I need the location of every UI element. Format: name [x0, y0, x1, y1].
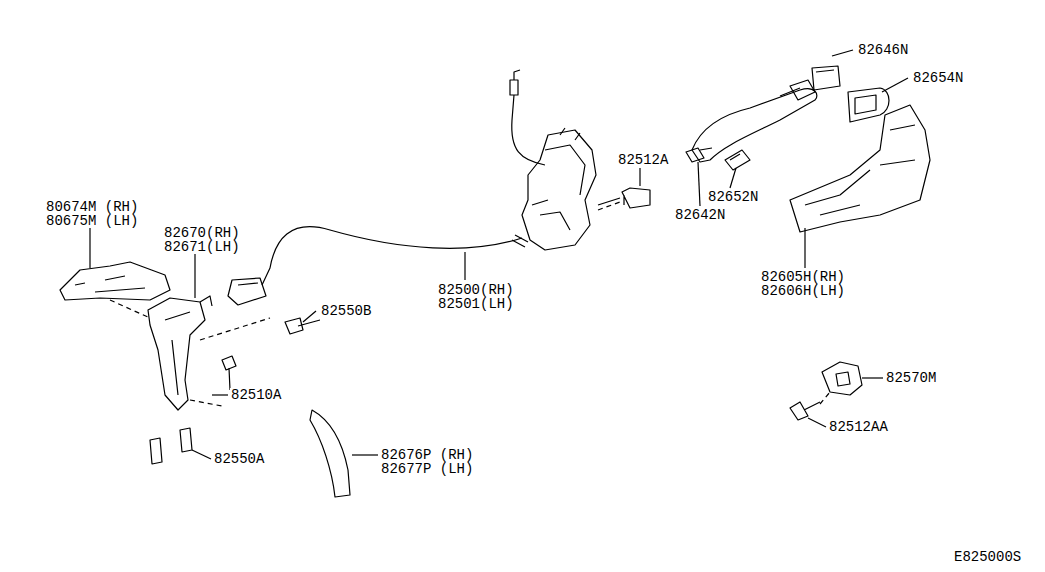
part-number: 80675M (LH)	[45, 214, 139, 228]
diagram-code: E825000S	[953, 550, 1022, 564]
part-number: 82501(LH)	[437, 297, 515, 311]
part-number: 82677P (LH)	[380, 462, 474, 476]
part-number: 82670(RH)	[163, 226, 241, 240]
part-number: 82550A	[213, 452, 265, 466]
part-number: 82510A	[230, 388, 282, 402]
part-number: 82512AA	[828, 420, 889, 434]
part-number: 82654N	[912, 71, 964, 85]
part-number: 82646N	[857, 43, 909, 57]
part-number: 82605H(RH)	[760, 270, 846, 284]
part-number: 82550B	[320, 304, 372, 318]
part-number: 82642N	[674, 208, 726, 222]
part-number: 82676P (RH)	[380, 448, 474, 462]
part-number: 82652N	[707, 190, 759, 204]
part-number: 80674M (RH)	[45, 200, 139, 214]
part-number: 82671(LH)	[163, 240, 241, 254]
part-number: 82606H(LH)	[760, 284, 846, 298]
part-number: 82570M	[885, 371, 937, 385]
part-number: 82512A	[617, 153, 669, 167]
part-number: 82500(RH)	[437, 283, 515, 297]
